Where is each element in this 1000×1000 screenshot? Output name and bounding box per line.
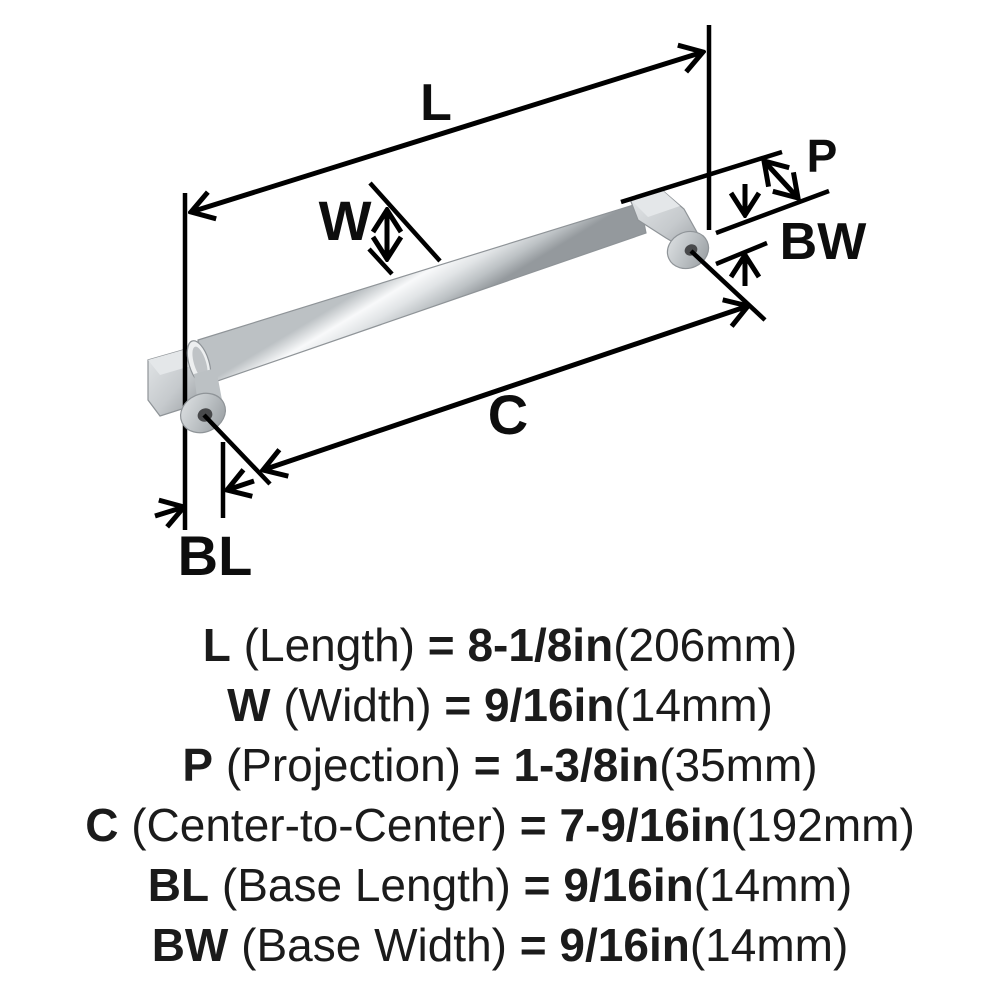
extension-line-projection-upper xyxy=(620,149,783,205)
spec-value: 9/16in xyxy=(563,859,694,911)
extension-line-center-right xyxy=(689,249,767,322)
spec-equals: = xyxy=(523,859,551,911)
spec-code: L xyxy=(202,619,231,671)
label-length: L xyxy=(420,74,452,132)
bar-end-cap-inner xyxy=(192,346,208,380)
spec-line-length: L (Length) = 8-1/8in(206mm) xyxy=(0,615,1000,675)
spec-line-width: W (Width) = 9/16in(14mm) xyxy=(0,675,1000,735)
spec-code: C xyxy=(85,799,119,851)
spec-list: L (Length) = 8-1/8in(206mm) W (Width) = … xyxy=(0,615,1000,975)
spec-line-projection: P (Projection) = 1-3/8in(35mm) xyxy=(0,735,1000,795)
spec-value: 9/16in xyxy=(484,679,615,731)
dimension-diagram: L W P BW C BL xyxy=(147,25,868,587)
spec-code: BW xyxy=(151,919,229,971)
spec-descriptor: (Center-to-Center) xyxy=(131,799,507,851)
spec-equals: = xyxy=(519,919,547,971)
spec-equals: = xyxy=(444,679,472,731)
spec-metric: (35mm) xyxy=(659,739,818,791)
spec-descriptor: (Projection) xyxy=(225,739,462,791)
spec-equals: = xyxy=(473,739,501,791)
label-base-width: BW xyxy=(780,213,868,271)
spec-code: BL xyxy=(147,859,210,911)
spec-descriptor: (Base Width) xyxy=(241,919,507,971)
handle-bar xyxy=(197,202,647,387)
tick-width-upper xyxy=(368,181,442,263)
spec-equals: = xyxy=(427,619,455,671)
dimension-line-length xyxy=(191,52,703,212)
base-length-arrow-right xyxy=(154,507,184,516)
spec-value: 7-9/16in xyxy=(559,799,731,851)
spec-line-base-width: BW (Base Width) = 9/16in(14mm) xyxy=(0,915,1000,975)
base-length-arrow-left xyxy=(227,481,255,490)
spec-metric: (14mm) xyxy=(689,919,849,971)
spec-line-center-to-center: C (Center-to-Center) = 7-9/16in(192mm) xyxy=(0,795,1000,855)
label-center-to-center: C xyxy=(488,383,528,446)
spec-metric: (206mm) xyxy=(613,619,798,671)
spec-code: P xyxy=(182,739,214,791)
spec-descriptor: (Length) xyxy=(243,619,416,671)
label-projection: P xyxy=(807,130,838,182)
spec-value: 9/16in xyxy=(559,919,690,971)
spec-descriptor: (Width) xyxy=(283,679,432,731)
spec-descriptor: (Base Length) xyxy=(221,859,511,911)
extension-line-base-width xyxy=(715,240,768,267)
spec-equals: = xyxy=(519,799,547,851)
dimension-line-center-to-center xyxy=(263,306,748,470)
spec-value: 1-3/8in xyxy=(513,739,660,791)
spec-code: W xyxy=(227,679,271,731)
extension-line-center-left xyxy=(202,413,272,486)
spec-metric: (14mm) xyxy=(614,679,773,731)
extension-line-projection-lower xyxy=(715,188,830,236)
spec-line-base-length: BL (Base Length) = 9/16in(14mm) xyxy=(0,855,1000,915)
label-width: W xyxy=(319,189,372,252)
spec-metric: (192mm) xyxy=(730,799,915,851)
cabinet-pull-illustration xyxy=(147,189,710,530)
spec-metric: (14mm) xyxy=(693,859,853,911)
dimension-annotations: L W P BW C BL xyxy=(154,25,868,587)
label-base-length: BL xyxy=(178,524,253,587)
spec-value: 8-1/8in xyxy=(467,619,614,671)
dimension-arrow-projection xyxy=(764,161,798,198)
